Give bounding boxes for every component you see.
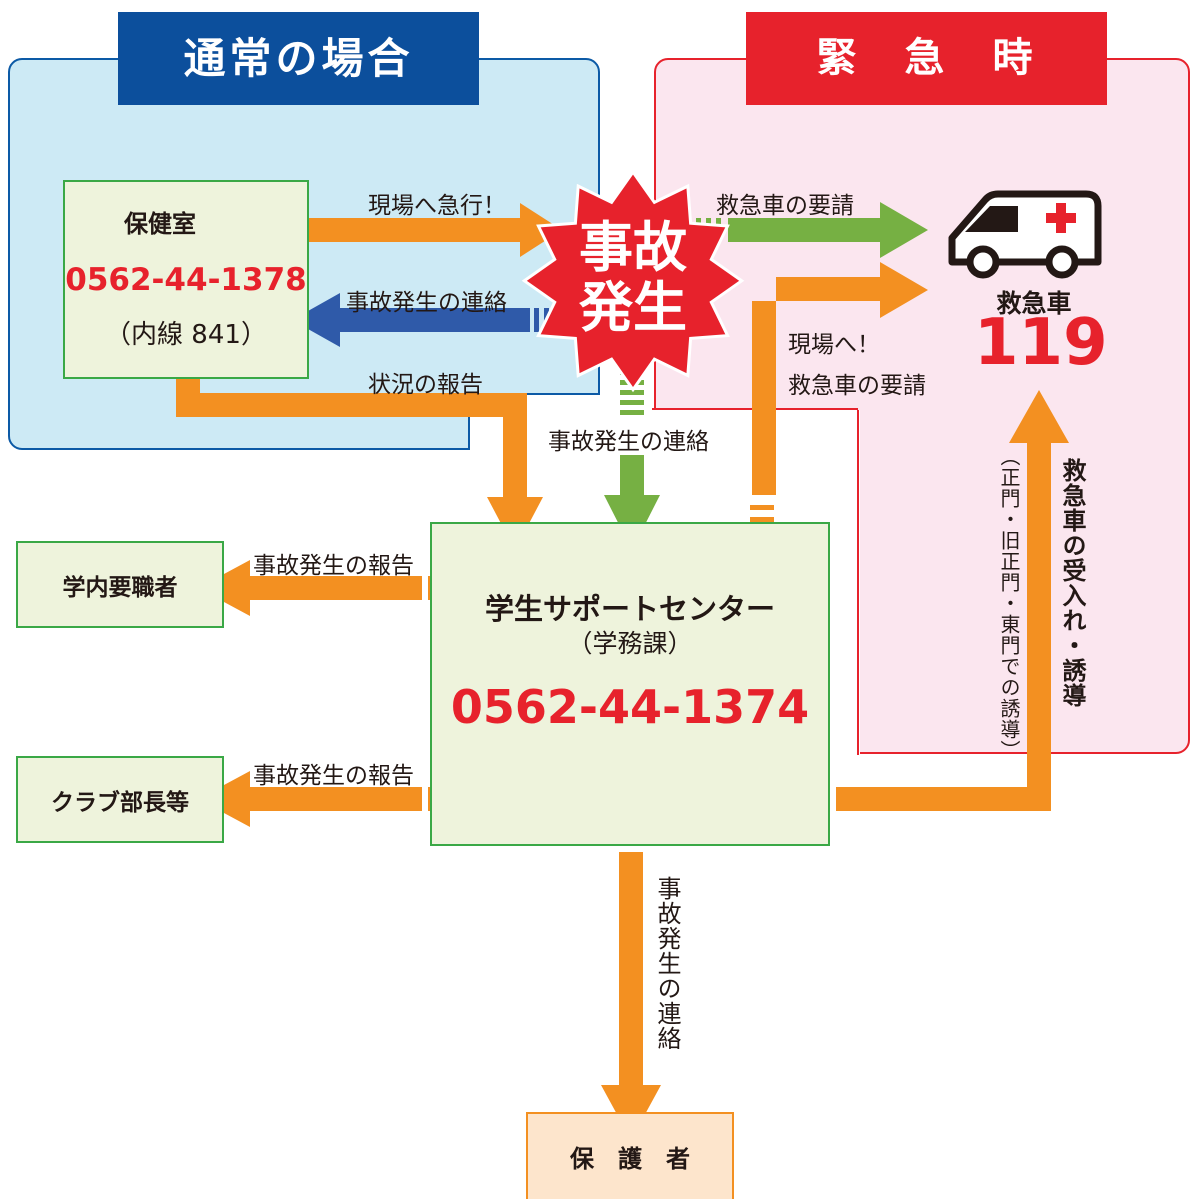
- arrow-report-club: [198, 771, 422, 827]
- guardian-label: 保 護 者: [570, 1145, 690, 1173]
- emergency-header: 緊 急 時: [746, 12, 1107, 105]
- guardian-box: 保 護 者: [526, 1112, 734, 1199]
- arrow-request-ambulance: [728, 202, 928, 258]
- normal-case-header: 通常の場合: [118, 12, 479, 105]
- label-rush-to-scene: 現場へ急行！: [368, 193, 506, 219]
- arrow-receive-guide: [836, 390, 1069, 811]
- arrow-notify-center: [604, 455, 660, 550]
- accident-line-2: 発生: [579, 276, 687, 339]
- label-receive-guide: 救急車の受入れ・誘導: [1058, 458, 1086, 708]
- club-box: クラブ部長等: [16, 756, 224, 843]
- label-notify-guardian: 事故発生の連絡: [653, 876, 681, 1051]
- arrow-notify-guardian: [601, 852, 661, 1140]
- staff-label: 学内要職者: [62, 574, 178, 601]
- ambulance-icon: [948, 190, 1102, 279]
- ambulance-number: 119: [974, 306, 1108, 380]
- ambulance-label: 救急車: [996, 289, 1072, 318]
- arrow-report-staff: [198, 560, 422, 616]
- arrow-to-scene: [752, 262, 928, 495]
- health-room-phone: 0562-44-1378: [65, 262, 307, 298]
- label-to-scene-request: 救急車の要請: [788, 373, 926, 399]
- label-gates-note: （正門・旧正門・東門での誘導）: [997, 446, 1021, 761]
- accident-starburst: [521, 169, 745, 393]
- emergency-lower-border: [857, 410, 859, 755]
- center-phone: 0562-44-1374: [450, 680, 810, 734]
- center-subtitle: （学務課）: [567, 629, 693, 658]
- arrow-rush-to-scene: [300, 203, 562, 257]
- staff-box: 学内要職者: [16, 541, 224, 628]
- normal-lower-border: [468, 395, 470, 450]
- label-report-staff: 事故発生の報告: [253, 553, 414, 579]
- health-room-extension: （内線 841）: [105, 320, 267, 350]
- label-status-report: 状況の報告: [368, 372, 483, 398]
- label-to-scene: 現場へ！: [788, 332, 880, 358]
- accident-label: 事故 発生: [563, 218, 703, 338]
- student-support-center-box: 学生サポートセンター （学務課） 0562-44-1374: [430, 522, 830, 846]
- accident-line-1: 事故: [579, 216, 687, 279]
- arrow-notify-health: [292, 293, 530, 347]
- label-request-ambulance: 救急車の要請: [716, 193, 854, 219]
- arrow-status-report: [176, 372, 543, 550]
- health-room-box: 保健室 0562-44-1378 （内線 841）: [63, 180, 309, 379]
- label-notify-health: 事故発生の連絡: [346, 290, 507, 316]
- health-room-title: 保健室: [124, 210, 196, 238]
- label-notify-center: 事故発生の連絡: [548, 429, 709, 455]
- label-report-club: 事故発生の報告: [253, 763, 414, 789]
- center-title: 学生サポートセンター: [484, 592, 775, 626]
- club-label: クラブ部長等: [51, 789, 189, 816]
- normal-lower-border-2: [468, 393, 600, 395]
